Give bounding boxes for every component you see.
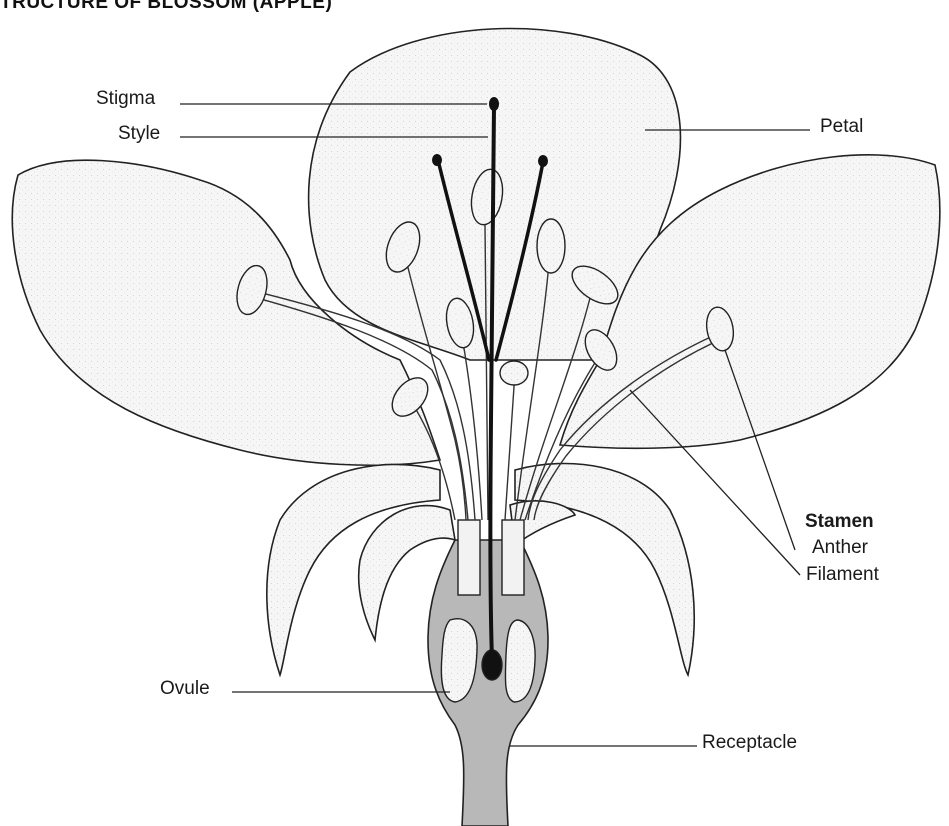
sepal-left-outer <box>267 464 440 675</box>
label-anther: Anther <box>812 537 868 559</box>
label-stigma: Stigma <box>96 88 155 110</box>
label-receptacle: Receptacle <box>702 732 797 754</box>
label-ovule: Ovule <box>160 678 210 700</box>
label-filament: Filament <box>806 564 879 586</box>
filament <box>505 372 515 520</box>
label-petal: Petal <box>820 116 863 138</box>
stigma-left <box>432 154 442 166</box>
label-stamen: Stamen <box>805 511 874 533</box>
floral-tube-left <box>458 520 480 595</box>
label-style: Style <box>118 123 160 145</box>
floral-tube-right <box>502 520 524 595</box>
anther <box>500 361 528 385</box>
stigma-right <box>538 155 548 167</box>
diagram-title: TRUCTURE OF BLOSSOM (APPLE) <box>0 0 332 14</box>
stigma-center <box>489 97 499 111</box>
anther <box>537 219 565 273</box>
